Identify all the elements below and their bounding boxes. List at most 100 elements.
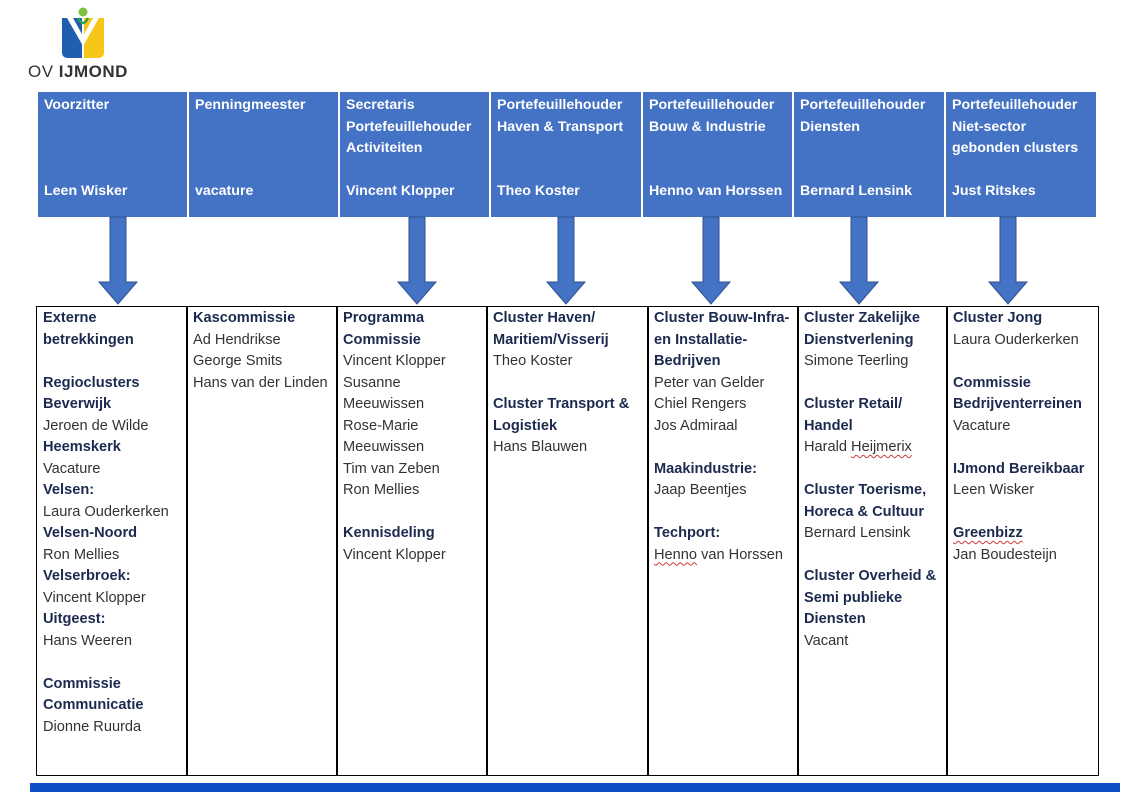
section-title: Cluster Zakelijke Dienstverlening (804, 310, 920, 348)
column-divider (946, 306, 948, 776)
spacer (343, 502, 480, 524)
section-title: Beverwijk (43, 396, 112, 412)
arrow-row (97, 216, 1029, 305)
logo-wordmark: OV IJMOND (28, 62, 128, 81)
person-name: Hans Weeren (43, 632, 132, 649)
spacer (804, 545, 940, 567)
column-divider (647, 306, 649, 776)
section-title: IJmond Bereikbaar (953, 460, 1085, 477)
section-title: Regioclusters (43, 374, 140, 391)
person-name: Henno van Horssen (654, 546, 783, 563)
header-role: Secretaris Portefeuillehouder Activiteit… (346, 97, 472, 156)
down-arrow-icon (838, 216, 880, 305)
person-name: Jos Admiraal (654, 417, 738, 434)
person-name: Vincent Klopper (343, 353, 446, 369)
section-title: Cluster Haven/ Maritiem/Visserij (493, 310, 609, 348)
section-title: Commissie Communicatie (43, 675, 144, 714)
section-title: Kascommissie (193, 310, 296, 326)
section-title: Commissie Bedrijventerreinen (953, 374, 1082, 413)
person-name: Vacant (804, 632, 849, 649)
ov-ijmond-logo: OV IJMOND (28, 6, 140, 82)
person-name: Vacature (43, 460, 101, 477)
footer-bar (30, 783, 1120, 792)
section-title: Maakindustrie: (654, 460, 757, 477)
person-name: Harald Heijmerix (804, 439, 912, 455)
down-arrow-icon (97, 216, 139, 305)
spacer (654, 502, 791, 524)
header-person: Henno van Horssen (649, 183, 783, 199)
header-person: Just Ritskes (952, 183, 1036, 199)
section-title: Cluster Retail/ Handel (804, 396, 903, 434)
spacer (654, 437, 791, 459)
logo-mark-icon (62, 7, 104, 58)
spacer (804, 459, 940, 481)
header-role: Portefeuillehouder Bouw & Industrie (649, 97, 775, 135)
spellcheck-underline: Henno (654, 546, 698, 563)
section-title: Kennisdeling (343, 525, 435, 541)
section-title: Cluster Toerisme, Horeca & Cultuur (804, 482, 927, 520)
section-title: Programma Commissie (343, 310, 425, 348)
person-name: Vacature (953, 417, 1011, 434)
spacer (953, 437, 1093, 459)
spacer (43, 652, 180, 674)
header-role: Portefeuillehouder Niet-sector gebonden … (952, 97, 1079, 156)
person-name: Chiel Rengers (654, 396, 747, 412)
person-name: Jaap Beentjes (654, 482, 747, 498)
section-title: Uitgeest: (43, 611, 106, 627)
down-arrow-icon (545, 216, 587, 305)
person-name: Ron Mellies (43, 546, 120, 563)
spacer (804, 373, 940, 395)
person-name: Bernard Lensink (804, 525, 911, 541)
person-name: Tim van Zeben (343, 460, 440, 477)
spellcheck-underline: Heijmerix (851, 439, 912, 455)
down-arrow-icon (690, 216, 732, 305)
portfolio-column-5: Cluster Bouw-Infra- en Installatie-Bedri… (647, 306, 797, 776)
section-title: Cluster Overheid & Semi publieke Dienste… (804, 568, 937, 627)
header-role: Portefeuillehouder Diensten (800, 97, 926, 135)
section-title: Greenbizz (953, 523, 1093, 545)
down-arrow-icon (987, 216, 1029, 305)
section-title: Velserbroek: (43, 568, 131, 584)
column-divider (486, 306, 488, 776)
person-name: Vincent Klopper (43, 589, 146, 606)
header-cell-7: Portefeuillehouder Niet-sector gebonden … (946, 92, 1096, 217)
portfolio-table (36, 306, 1099, 776)
column-divider (336, 306, 338, 776)
person-name: Peter van Gelder (654, 374, 765, 391)
section-title: Cluster Bouw-Infra- en Installatie-Bedri… (654, 310, 790, 369)
header-person: Leen Wisker (44, 183, 128, 199)
header-cell-3: Secretaris Portefeuillehouder Activiteit… (340, 92, 489, 217)
header-role: Penningmeester (195, 97, 306, 113)
person-name: Leen Wisker (953, 482, 1035, 498)
down-arrow-icon (396, 216, 438, 305)
section-title: Cluster Jong (953, 310, 1043, 326)
person-name: Laura Ouderkerken (43, 503, 169, 520)
spellcheck-underline: Greenbizz (953, 525, 1023, 541)
person-name: Ron Mellies (343, 482, 420, 498)
header-person: Bernard Lensink (800, 183, 912, 199)
person-name: Theo Koster (493, 353, 573, 369)
section-title: Externe betrekkingen (43, 310, 134, 348)
header-person: Theo Koster (497, 183, 580, 199)
column-divider (797, 306, 799, 776)
header-role: Voorzitter (44, 97, 110, 113)
spacer (953, 502, 1093, 524)
person-name: Simone Teerling (804, 353, 909, 369)
person-name: Hans van der Linden (193, 374, 328, 391)
person-name: Dionne Ruurda (43, 718, 142, 735)
section-title: Velsen-Noord (43, 525, 138, 541)
spacer (953, 351, 1093, 373)
person-name: Hans Blauwen (493, 439, 588, 455)
person-name: Jan Boudesteijn (953, 546, 1057, 563)
person-name: Jeroen de Wilde (43, 417, 149, 434)
header-role: Portefeuillehouder Haven & Transport (497, 97, 624, 135)
